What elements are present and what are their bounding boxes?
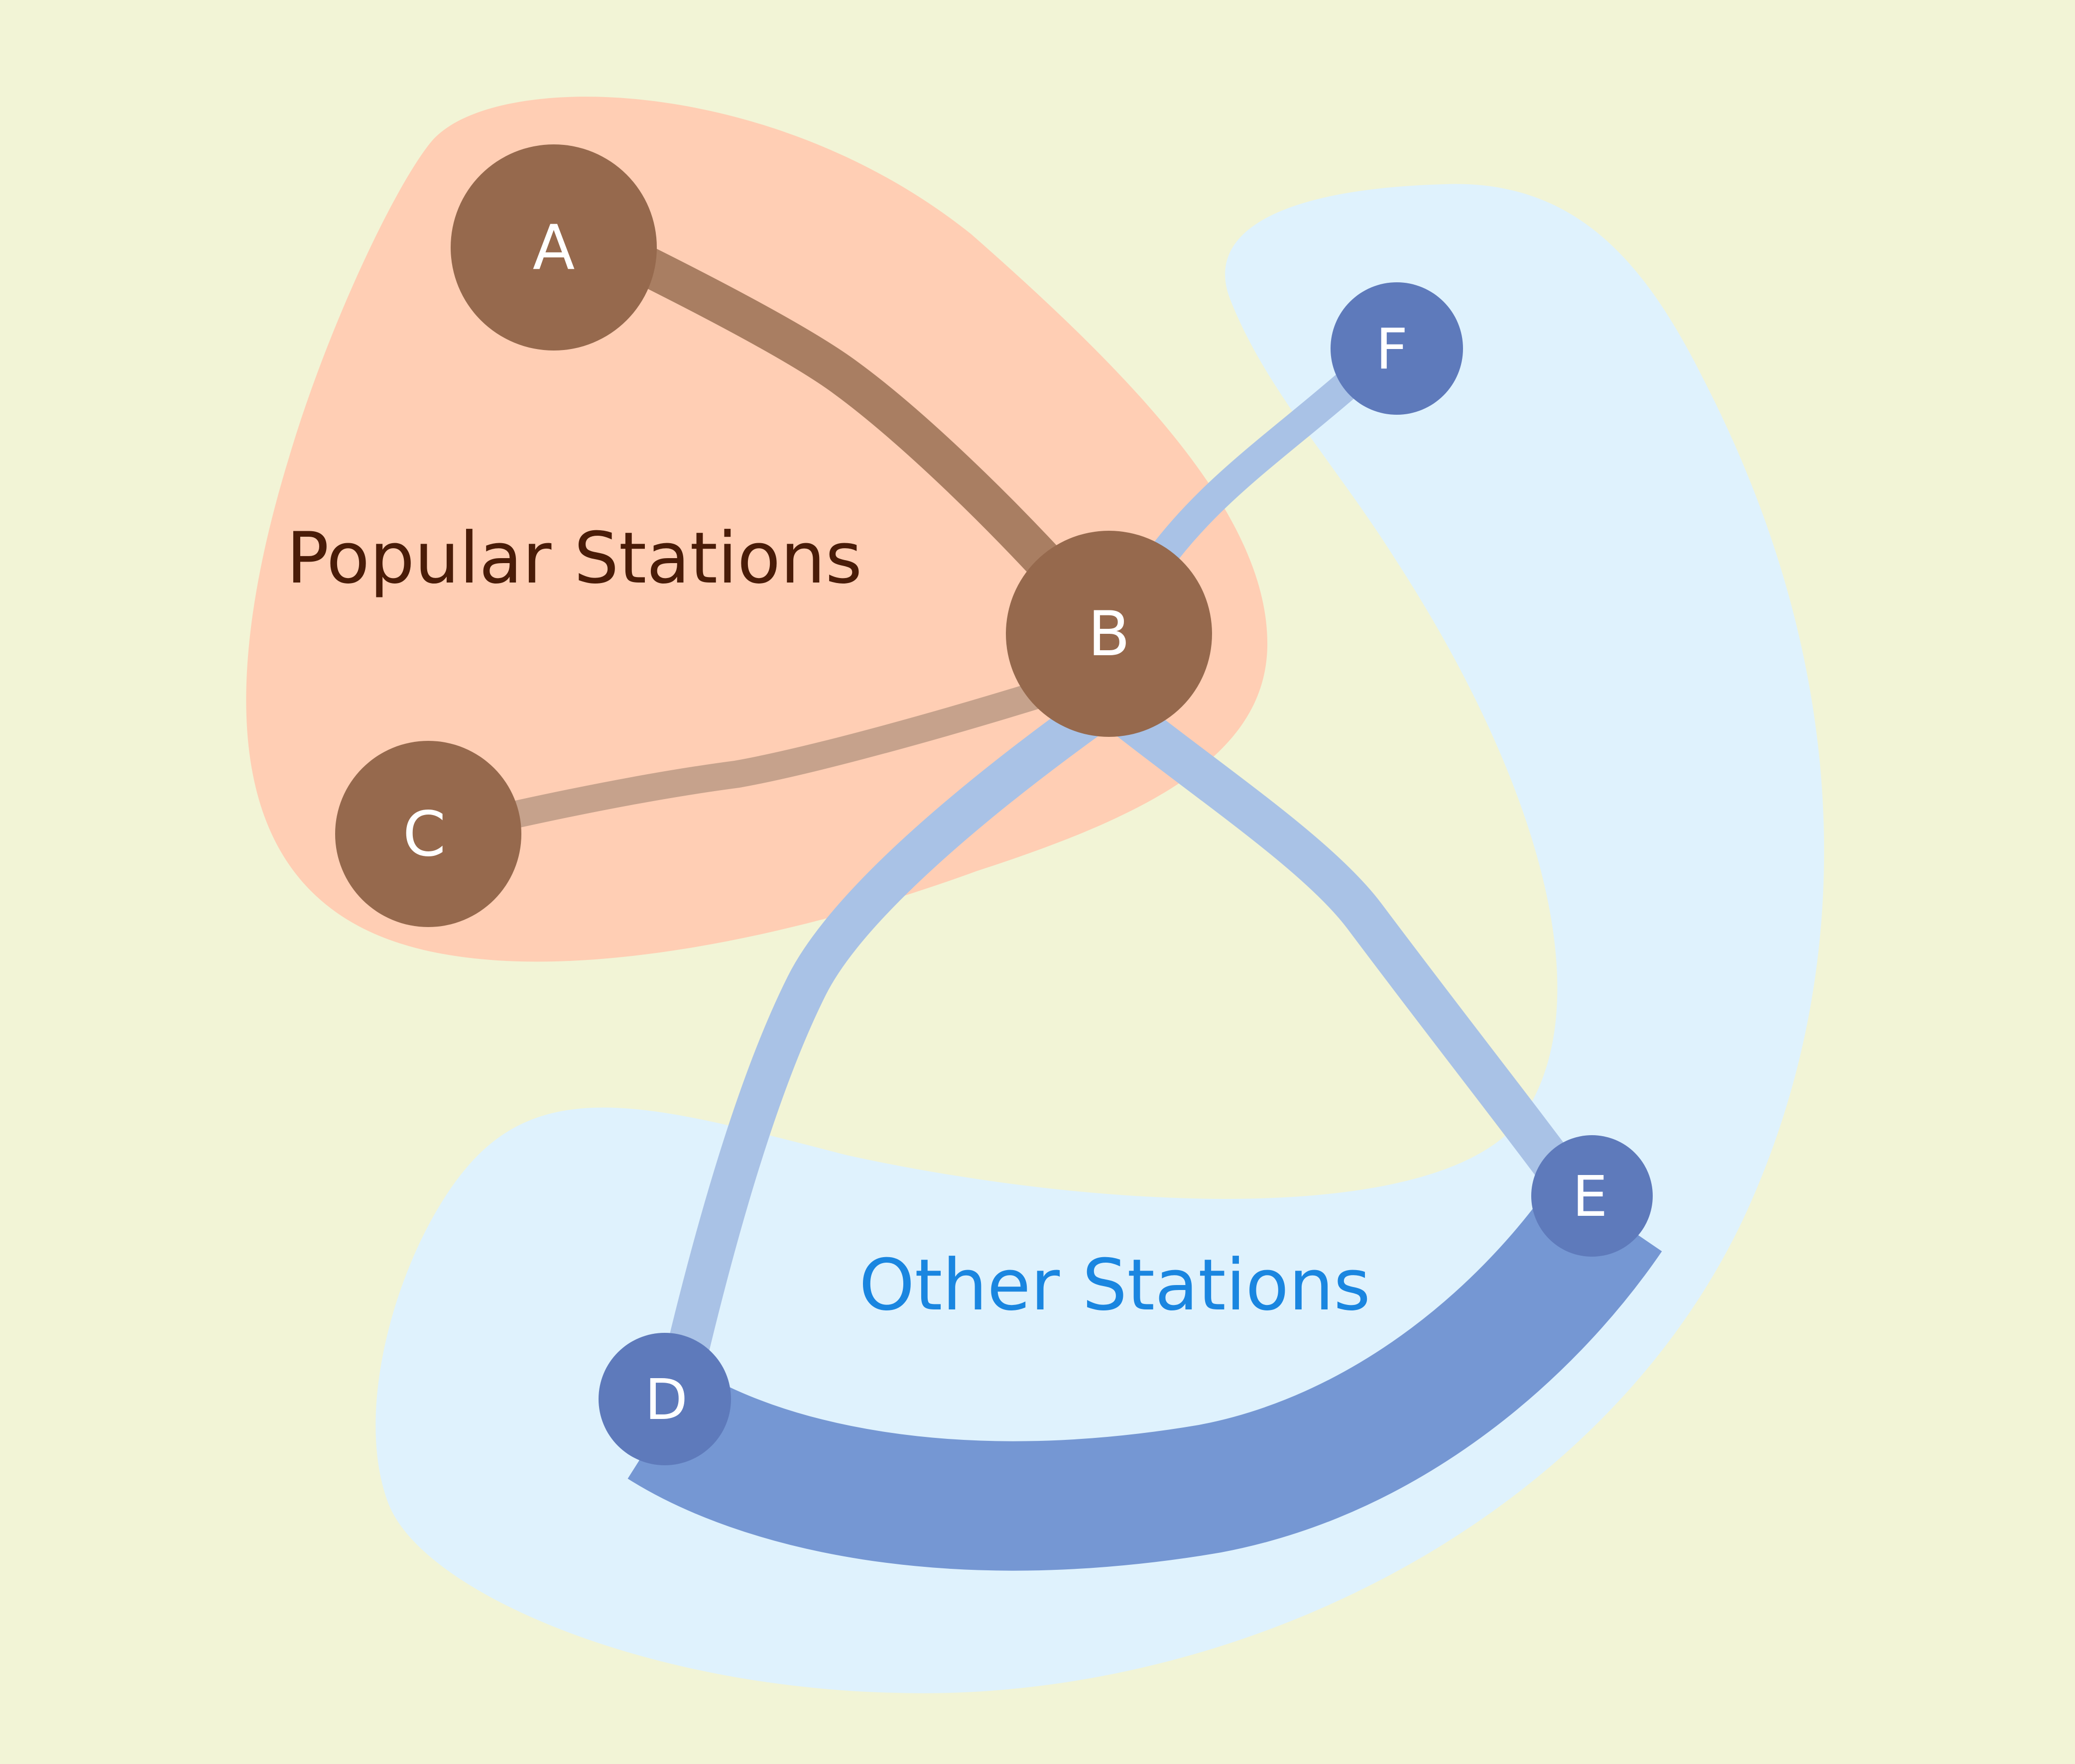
edge-b-d bbox=[656, 691, 1117, 1415]
station-node-e: E bbox=[1531, 1135, 1653, 1257]
station-node-f: F bbox=[1331, 282, 1463, 415]
node-circle bbox=[451, 144, 657, 351]
node-circle bbox=[599, 1333, 731, 1465]
station-node-b: B bbox=[1006, 531, 1212, 737]
station-node-a: A bbox=[451, 144, 657, 351]
node-label: A bbox=[533, 212, 575, 284]
node-label: B bbox=[1088, 598, 1130, 670]
node-label: F bbox=[1376, 317, 1408, 382]
edge-c-b bbox=[504, 671, 1085, 828]
edge-a-b bbox=[622, 244, 1105, 627]
node-label: C bbox=[403, 799, 446, 870]
node-circle bbox=[1006, 531, 1212, 737]
edge-b-f bbox=[1135, 363, 1369, 588]
node-circle bbox=[335, 741, 521, 927]
node-label: D bbox=[645, 1368, 688, 1432]
edge-d-e bbox=[627, 1178, 1662, 1571]
node-circle bbox=[1531, 1135, 1653, 1257]
edge-b-e bbox=[1099, 691, 1605, 1226]
station-node-d: D bbox=[599, 1333, 731, 1465]
node-label: E bbox=[1573, 1165, 1608, 1229]
other-stations-label: Other Stations bbox=[859, 1244, 1370, 1326]
node-circle bbox=[1331, 282, 1463, 415]
popular-stations-label: Popular Stations bbox=[286, 517, 862, 599]
station-node-c: C bbox=[335, 741, 521, 927]
